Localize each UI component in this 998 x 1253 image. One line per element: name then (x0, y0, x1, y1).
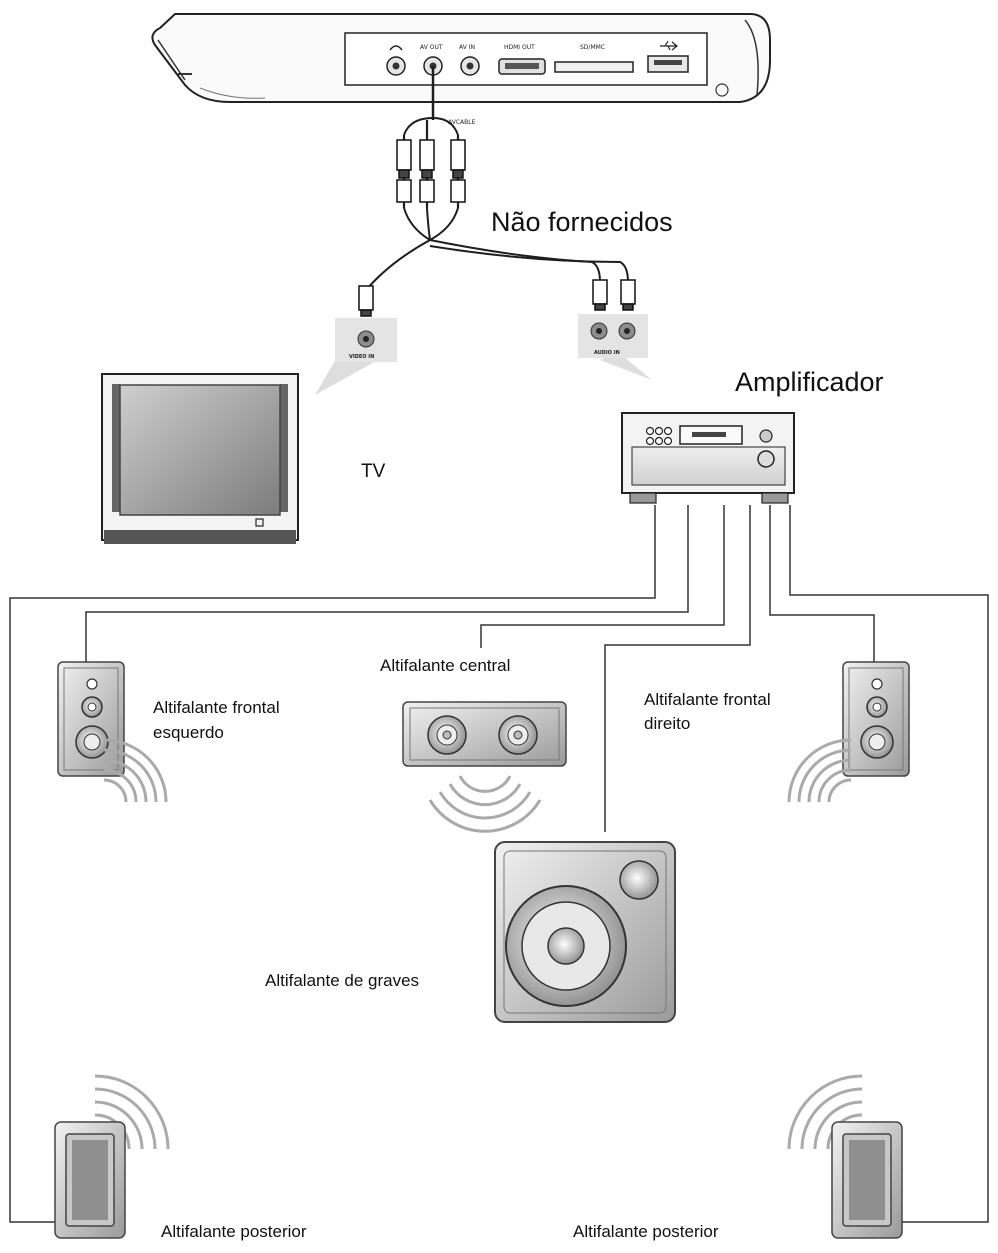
rear-right-sound-waves (787, 1074, 863, 1150)
portable-player: AV OUT AV IN HDMI OUT SD/MMC (151, 13, 771, 103)
headphone-icon (389, 45, 403, 51)
usb-port (647, 40, 689, 73)
center-speaker-label: Altifalante central (380, 656, 511, 675)
amplifier-label: Amplificador (735, 367, 884, 397)
front-right-sound-waves (787, 738, 852, 803)
subwoofer-speaker (494, 841, 676, 1023)
rear-left-speaker (54, 1121, 126, 1239)
hdmi-out-label: HDMI OUT (504, 44, 535, 51)
audio-in-panel: AUDIO IN (578, 314, 652, 380)
av-in-label: AV IN (459, 44, 475, 51)
front-left-label-line2: esquerdo (153, 723, 224, 742)
audio-in-label: AUDIO IN (594, 350, 620, 356)
front-left-speaker (57, 661, 125, 777)
front-left-label-line1: Altifalante frontal (153, 698, 280, 717)
sd-mmc-label: SD/MMC (580, 44, 605, 51)
amplifier-unit (621, 412, 795, 504)
sd-mmc-slot: SD/MMC (554, 44, 634, 73)
av-in-port: AV IN (459, 44, 480, 76)
rca-plugs (358, 139, 636, 317)
usb-icon (660, 40, 678, 51)
rear-right-speaker (831, 1121, 903, 1239)
not-supplied-label: Não fornecidos (491, 207, 673, 237)
tv-set (101, 373, 299, 544)
center-speaker (402, 701, 567, 767)
rear-right-label: Altifalante posterior (573, 1222, 719, 1241)
front-left-sound-waves (103, 738, 168, 803)
video-in-panel: VIDEO IN (315, 318, 397, 395)
av-out-label: AV OUT (420, 44, 443, 51)
headphone-port (386, 45, 406, 76)
center-sound-waves (428, 775, 542, 833)
tv-label: TV (361, 461, 386, 482)
speaker-wires (9, 505, 989, 1223)
rear-left-label: Altifalante posterior (161, 1222, 307, 1241)
front-right-label-line1: Altifalante frontal (644, 690, 771, 709)
hdmi-out-port: HDMI OUT (498, 44, 546, 75)
subwoofer-label: Altifalante de graves (265, 971, 420, 990)
front-right-label-line2: direito (644, 714, 691, 733)
front-right-speaker (842, 661, 910, 777)
av-cable-label: AVCABLE (448, 119, 476, 126)
video-in-label: VIDEO IN (349, 354, 374, 360)
